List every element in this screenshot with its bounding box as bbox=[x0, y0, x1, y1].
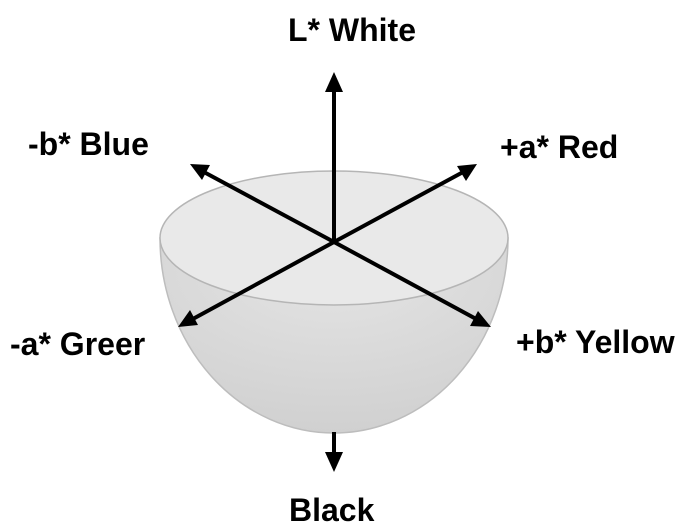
label-black: Black bbox=[289, 494, 374, 526]
label-minus-a-green: -a* Greer bbox=[10, 328, 145, 360]
label-plus-a-red: +a* Red bbox=[500, 131, 618, 163]
axis-black-arrowhead bbox=[325, 452, 343, 472]
label-l-white: L* White bbox=[288, 14, 416, 46]
label-minus-b-blue: -b* Blue bbox=[28, 128, 149, 160]
axis-white-arrowhead bbox=[325, 72, 343, 92]
label-plus-b-yellow: +b* Yellow bbox=[516, 326, 675, 358]
